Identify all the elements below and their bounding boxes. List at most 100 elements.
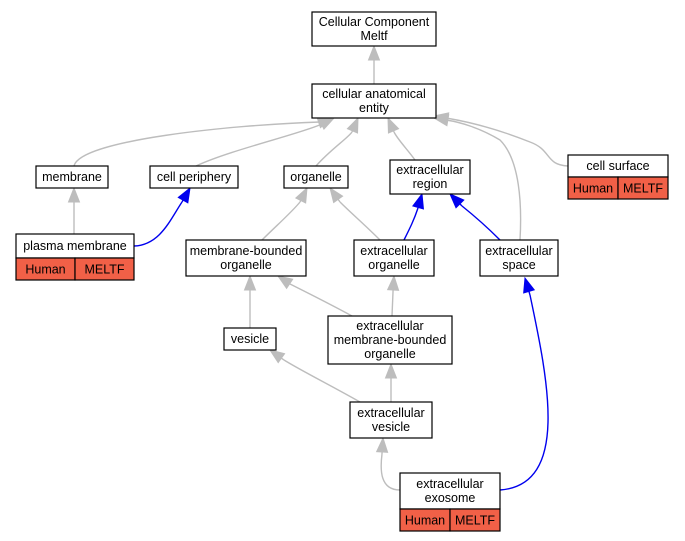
species-label: Human [405,514,445,528]
edge-line-tail [337,198,341,203]
node-label-line: region [413,177,448,191]
node-label-line: extracellular [396,163,463,177]
node-box [349,401,433,439]
edge-line [73,121,321,167]
edge-extracellular-exosome-to-extracellular-vesicle [375,436,401,491]
node-box [149,165,239,189]
edge-line [445,119,522,241]
arrow-head [276,275,294,290]
arrow-head [243,274,257,291]
node-cell-periphery[interactable]: cell periphery [149,165,239,189]
arrow-head [432,114,450,127]
arrow-head [177,186,191,204]
gene-cell [617,176,669,200]
arrow-head [268,349,286,364]
node-label-line: organelle [290,170,341,184]
edge-line [133,201,183,247]
arrow-head [523,276,536,294]
node-label-line: extracellular [357,406,424,420]
arrow-head [367,44,381,61]
species-label: Human [25,263,65,277]
edge-membrane-to-cellular-anatomical-entity [73,116,334,167]
arrow-head [329,186,344,204]
node-label-line: organelle [220,258,271,272]
node-box [283,165,349,189]
node-label-line: membrane-bounded [190,244,303,258]
node-membrane[interactable]: membrane [35,165,109,189]
edge-membrane-bounded-organelle-to-organelle [261,186,308,241]
edge-line [403,207,419,241]
edge-cell-periphery-to-cellular-anatomical-entity [195,117,336,167]
edge-extracellular-membrane-bounded-organelle-to-extracellular-organelle [386,274,400,317]
edge-vesicle-to-membrane-bounded-organelle [243,274,257,328]
node-label-line: membrane-bounded [334,333,447,347]
edge-organelle-to-cellular-anatomical-entity [315,116,359,167]
node-label-line: Cellular Component [319,15,430,29]
node-box [311,83,437,119]
gene-label: MELTF [84,263,124,277]
arrow-head [412,192,425,210]
node-label-line: membrane [42,170,102,184]
node-box [35,165,109,189]
node-label-line: cellular anatomical [322,87,426,101]
edge-line [283,359,361,403]
edges-layer [67,44,569,491]
edge-line [445,117,569,167]
edge-line [289,283,353,317]
node-label-line: cell periphery [157,170,232,184]
arrow-head [384,362,398,379]
edge-line [461,205,501,241]
edge-extracellular-region-to-cellular-anatomical-entity [387,116,416,161]
node-label-line: vesicle [231,332,269,346]
edge-line [380,453,401,491]
node-organelle[interactable]: organelle [283,165,349,189]
node-label-line: Meltf [360,29,388,43]
edge-line-tail [528,291,531,296]
node-vesicle[interactable]: vesicle [223,327,277,351]
edge-line [261,201,301,241]
edge-extracellular-space-to-cellular-anatomical-entity [432,114,522,241]
arrow-head [67,186,81,203]
node-box [185,239,307,277]
node-box [399,472,501,510]
node-box [327,315,453,365]
edge-line [195,123,323,167]
arrow-head [294,186,308,204]
gene-label: MELTF [623,182,663,196]
node-box [479,239,559,277]
node-label-line: space [502,258,535,272]
edge-line [315,131,353,167]
node-label-line: exosome [425,491,476,505]
edge-cellular-anatomical-entity-to-root [367,44,381,84]
edge-extracellular-organelle-to-extracellular-region [403,192,425,241]
node-label-line: entity [359,101,390,115]
gene-cell [449,508,501,532]
node-label-line: vesicle [372,420,410,434]
edge-plasma-membrane-to-cell-periphery [133,186,191,247]
arrow-head [386,274,400,291]
node-box [353,239,435,277]
node-label-line: plasma membrane [23,239,127,253]
arrow-head [449,193,465,209]
node-box [389,159,471,195]
node-box [311,11,437,47]
edge-extracellular-organelle-to-organelle [329,186,381,241]
edge-line [339,201,381,241]
edge-line [499,294,549,491]
edge-extracellular-vesicle-to-vesicle [268,349,361,403]
node-label-line: extracellular [485,244,552,258]
node-label-line: organelle [364,347,415,361]
